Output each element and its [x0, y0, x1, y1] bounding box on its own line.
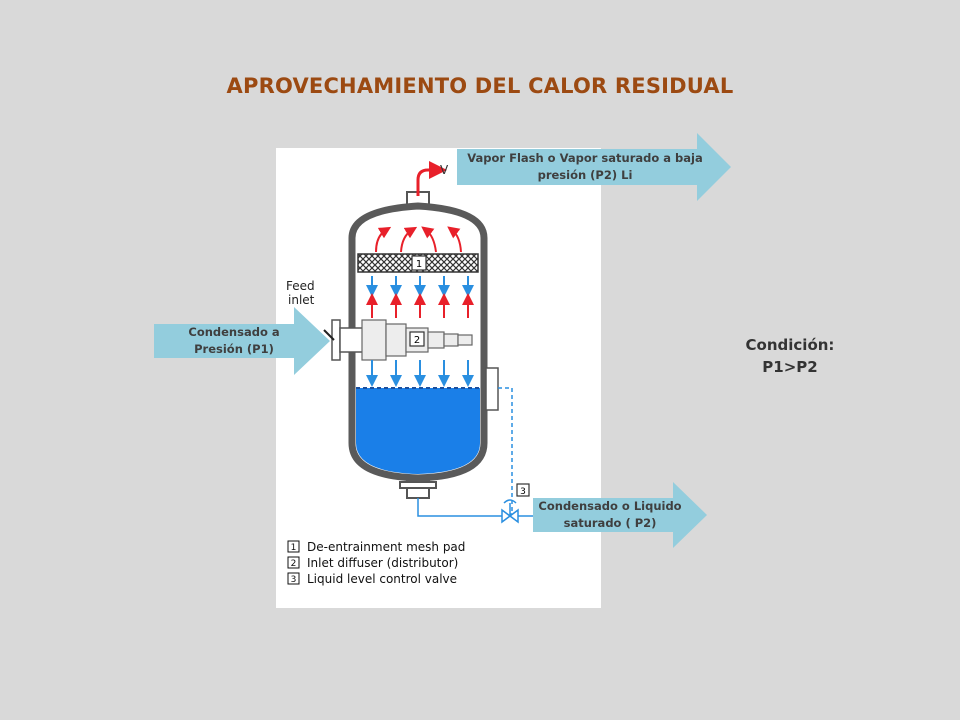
- level-sensor: [485, 367, 499, 411]
- legend-num-1: 1: [291, 543, 297, 553]
- liquid-outlet-block-arrow: [533, 482, 707, 548]
- droplet-down-arrows-lower: [366, 360, 474, 387]
- feed-pointer: [323, 329, 335, 341]
- legend-text-3: Liquid level control valve: [307, 572, 457, 586]
- separator-vessel-diagram: V 1: [286, 161, 538, 586]
- droplet-down-arrows-upper: [366, 276, 474, 297]
- feed-inlet-label: Condensado a Presión (P1): [188, 325, 280, 356]
- control-valve: [501, 499, 519, 524]
- condition-value: P1>P2: [762, 358, 818, 376]
- feed-inlet-block-arrow: [154, 307, 330, 375]
- legend-num-2: 2: [291, 559, 297, 569]
- feed-label-line2: inlet: [288, 293, 315, 307]
- diagram-legend: 1 De-entrainment mesh pad 2 Inlet diffus…: [287, 540, 465, 586]
- legend-num-3: 3: [291, 575, 297, 585]
- liquid-outlet-pipe: [417, 498, 538, 517]
- top-label: V: [440, 163, 449, 177]
- page-title: APROVECHAMIENTO DEL CALOR RESIDUAL: [226, 74, 734, 98]
- steam-up-arrows: [366, 293, 474, 318]
- marker-1: 1: [416, 259, 422, 270]
- vapor-outlet-arrow: [416, 161, 447, 196]
- marker-2: 2: [414, 335, 420, 346]
- liquid-pool: [356, 388, 480, 474]
- steam-rising-arrows: [375, 226, 462, 253]
- condition-box: Condición: P1>P2: [720, 334, 860, 378]
- level-signal-line: [498, 387, 513, 515]
- vapor-outlet-block-arrow: [457, 133, 731, 201]
- feed-inlet-nozzle: [331, 319, 365, 361]
- legend-text-2: Inlet diffuser (distributor): [307, 556, 458, 570]
- feed-label-line1: Feed: [286, 279, 315, 293]
- liquid-outlet-label: Condensado o Liquido saturado ( P2): [538, 499, 682, 530]
- condition-label: Condición:: [745, 336, 835, 354]
- legend-text-1: De-entrainment mesh pad: [307, 540, 465, 554]
- marker-3: 3: [520, 487, 526, 497]
- vapor-outlet-label: Vapor Flash o Vapor saturado a baja pres…: [467, 151, 703, 182]
